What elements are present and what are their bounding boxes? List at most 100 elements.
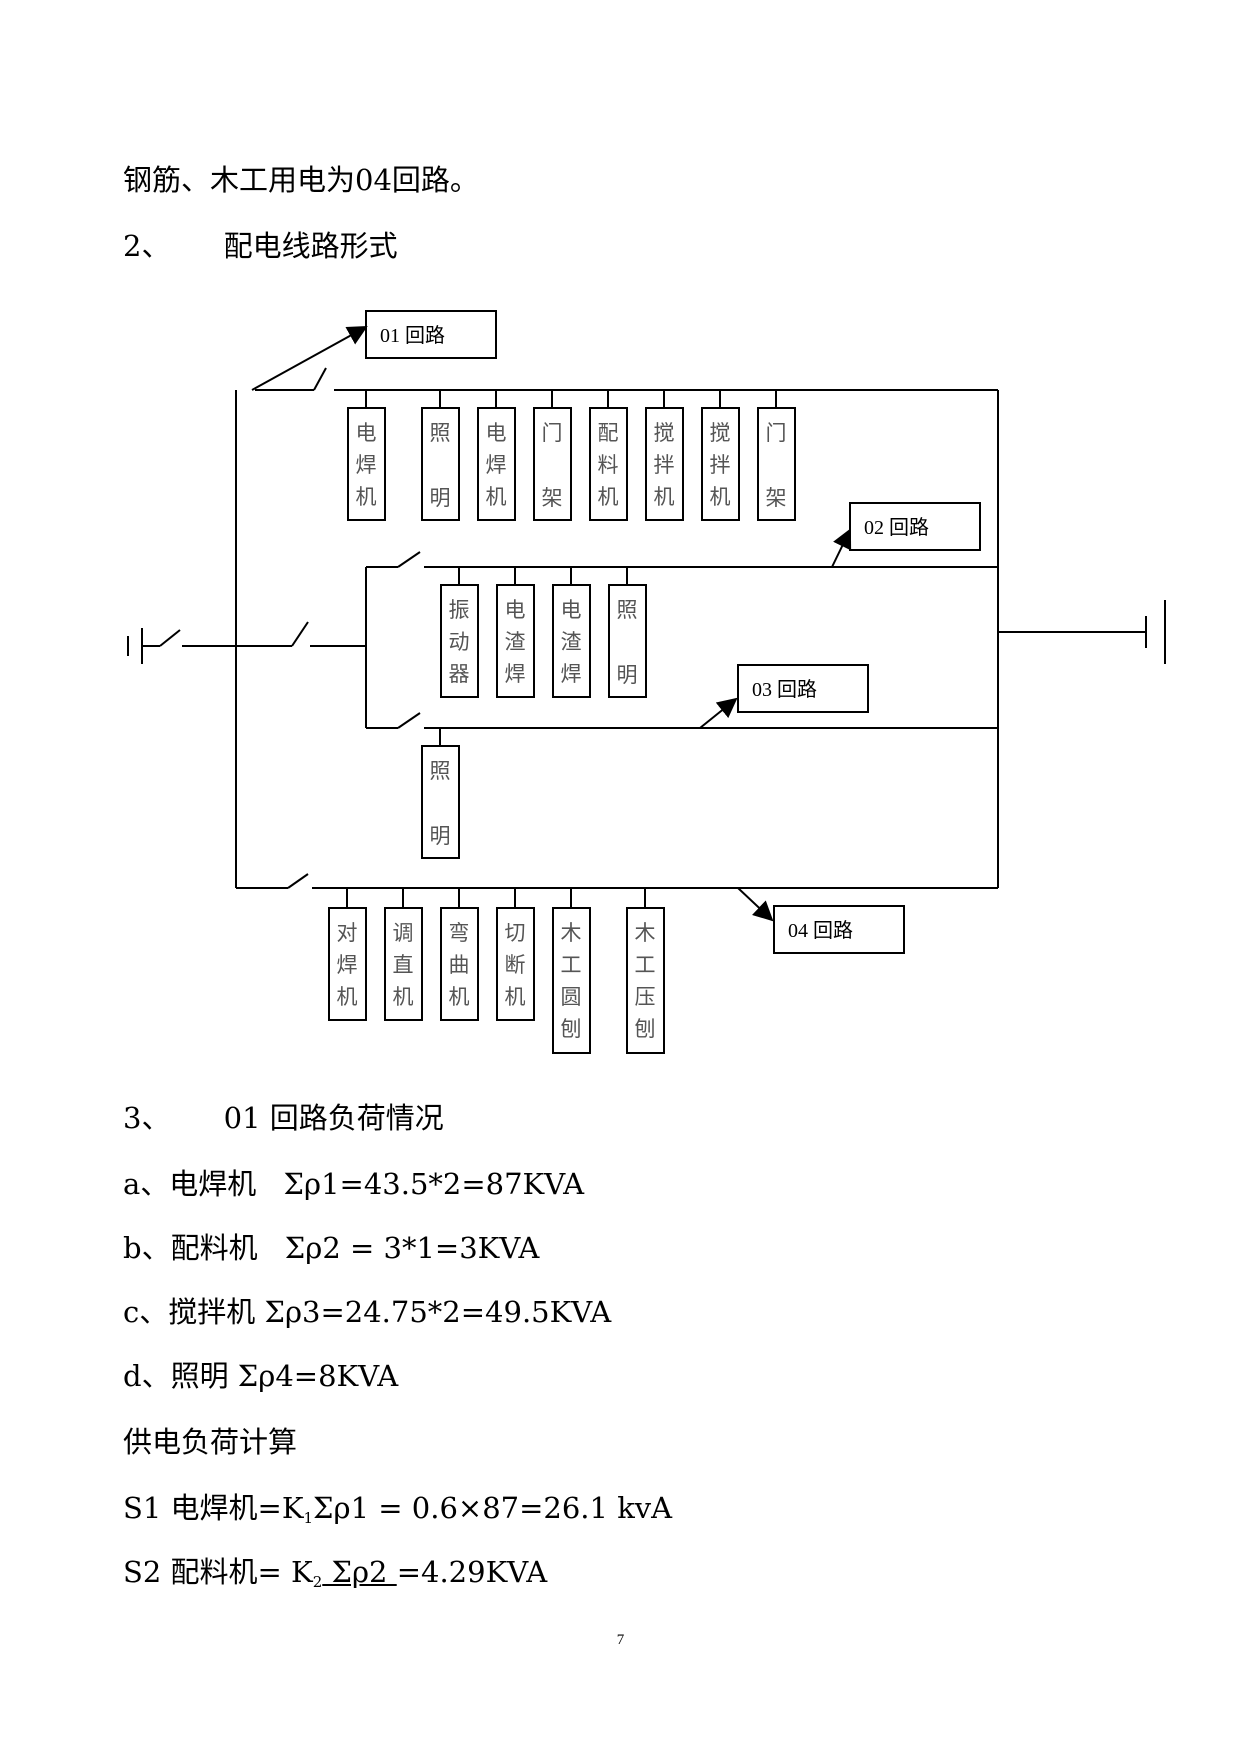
circuit-01-box [365, 310, 497, 359]
load-item-label: d、照明 [123, 1359, 229, 1393]
load-label-char: 对 [337, 921, 358, 945]
load-label-char: 机 [356, 485, 377, 509]
page-number: 7 [616, 1632, 625, 1648]
load-box [384, 907, 423, 1021]
section-2-heading: 2、 配电线路形式 [123, 228, 398, 264]
load-label-char: 门 [542, 421, 563, 445]
load-box [552, 584, 591, 698]
circuit-03-box [737, 664, 869, 713]
load-label-char: 搅 [710, 421, 731, 445]
load-label-char: 配 [598, 421, 619, 445]
load-box [440, 584, 479, 698]
load-box [552, 907, 591, 1054]
circuit-04-label: 04 回路 [788, 919, 853, 942]
load-label-char: 焊 [505, 662, 526, 686]
load-label-char: 机 [654, 485, 675, 509]
load-box [496, 907, 535, 1021]
load-box [328, 907, 367, 1021]
load-label-char: 断 [505, 953, 526, 977]
load-label-char: 架 [766, 486, 787, 510]
load-item-label: c、搅拌机 [123, 1295, 256, 1329]
load-label-char: 架 [542, 486, 563, 510]
load-label-char: 振 [449, 598, 470, 622]
load-box [533, 407, 572, 521]
circuit-01-label: 01 回路 [380, 324, 445, 347]
load-item-d: d、照明 Σρ4=8KVA [123, 1358, 398, 1394]
load-label-char: 机 [393, 985, 414, 1009]
s1-subscript: 1 [303, 1509, 314, 1527]
load-label-char: 机 [598, 485, 619, 509]
calc-title: 供电负荷计算 [123, 1425, 298, 1459]
load-item-formula: Σρ2 = 3*1=3KVA [284, 1231, 540, 1265]
load-label-char: 刨 [635, 1017, 656, 1041]
load-label-char: 电 [486, 421, 507, 445]
s1-prefix: S1 电焊机=K [123, 1491, 304, 1525]
load-label-char: 拌 [654, 453, 675, 477]
circuit-04-box [773, 905, 905, 954]
load-box [347, 407, 386, 521]
section-2-number: 2、 [123, 229, 171, 263]
load-box [701, 407, 740, 521]
load-label-char: 压 [635, 985, 656, 1009]
load-label-char: 机 [337, 985, 358, 1009]
intro-line: 钢筋、木工用电为04回路。 [123, 163, 479, 197]
load-label-char: 机 [710, 485, 731, 509]
load-item-formula: Σρ4=8KVA [237, 1359, 399, 1393]
load-label-char: 工 [561, 953, 582, 977]
s2-underlined: Σρ2 [322, 1555, 397, 1589]
s2-rest: =4.29KVA [396, 1555, 548, 1589]
load-label-char: 切 [505, 921, 526, 945]
load-label-char: 电 [561, 598, 582, 622]
load-label-char: 焊 [337, 953, 358, 977]
s2-subscript: 2 [312, 1573, 323, 1591]
load-item-formula: Σρ3=24.75*2=49.5KVA [264, 1295, 612, 1329]
load-label-char: 圆 [561, 985, 582, 1009]
load-box [608, 584, 647, 698]
load-label-char: 搅 [654, 421, 675, 445]
load-label-char: 焊 [356, 453, 377, 477]
s1-formula: S1 电焊机=K1Σρ1 = 0.6×87=26.1 kvA [123, 1490, 672, 1536]
load-label-char: 机 [449, 985, 470, 1009]
load-label-char: 料 [598, 453, 619, 477]
load-label-char: 照 [430, 759, 451, 783]
load-label-char: 明 [430, 824, 451, 848]
load-label-char: 弯 [449, 921, 470, 945]
load-label-char: 木 [561, 921, 582, 945]
load-label-char: 机 [505, 985, 526, 1009]
load-item-c: c、搅拌机 Σρ3=24.75*2=49.5KVA [123, 1294, 611, 1330]
section-3-heading: 3、 01 回路负荷情况 [123, 1100, 444, 1136]
load-item-label: a、电焊机 [123, 1167, 257, 1201]
load-label-char: 电 [356, 421, 377, 445]
load-label-char: 焊 [486, 453, 507, 477]
load-label-char: 渣 [561, 630, 582, 654]
load-label-char: 渣 [505, 630, 526, 654]
load-item-formula: Σρ1=43.5*2=87KVA [283, 1167, 585, 1201]
load-label-char: 门 [766, 421, 787, 445]
load-label-char: 刨 [561, 1017, 582, 1041]
load-label-char: 曲 [449, 953, 470, 977]
load-label-char: 电 [505, 598, 526, 622]
load-label-char: 照 [617, 598, 638, 622]
load-label-char: 照 [430, 421, 451, 445]
load-label-char: 器 [449, 662, 470, 686]
load-box [626, 907, 665, 1054]
s1-rest: Σρ1 = 0.6×87=26.1 kvA [313, 1491, 673, 1525]
load-item-a: a、电焊机 Σρ1=43.5*2=87KVA [123, 1166, 584, 1202]
s2-formula: S2 配料机= K2 Σρ2 =4.29KVA [123, 1554, 547, 1600]
load-box [440, 907, 479, 1021]
load-item-label: b、配料机 [123, 1231, 258, 1265]
load-label-char: 明 [617, 663, 638, 687]
load-label-char: 调 [393, 921, 414, 945]
s2-prefix: S2 配料机= K [123, 1555, 313, 1589]
section-3-title: 01 回路负荷情况 [223, 1101, 444, 1135]
section-3-number: 3、 [123, 1101, 171, 1135]
load-box [589, 407, 628, 521]
load-label-char: 工 [635, 953, 656, 977]
distribution-diagram: 01 回路 02 回路 03 回路 04 回路 电焊机照明电焊机门架配料机搅拌机… [127, 310, 1166, 1054]
load-item-b: b、配料机 Σρ2 = 3*1=3KVA [123, 1230, 539, 1266]
load-label-char: 拌 [710, 453, 731, 477]
circuit-02-box [849, 502, 981, 551]
section-2-title: 配电线路形式 [223, 229, 398, 263]
load-box [421, 745, 460, 859]
load-box [645, 407, 684, 521]
